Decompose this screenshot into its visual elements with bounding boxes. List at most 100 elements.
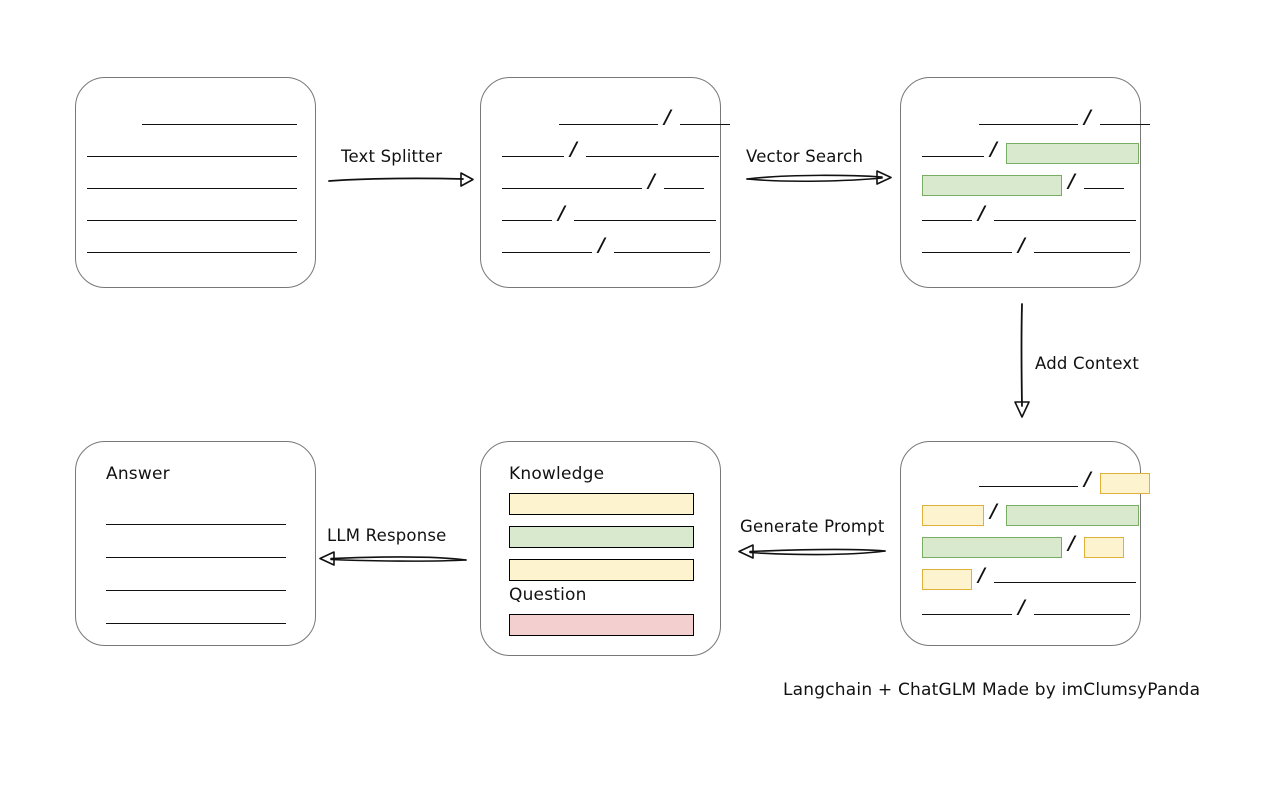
text-line-segment	[502, 188, 642, 189]
highlight-chip-yellow[interactable]	[1083, 537, 1124, 558]
text-line-segment	[679, 124, 730, 125]
document-line: /	[922, 204, 1136, 224]
document-line	[106, 541, 286, 561]
slash-separator: /	[1084, 468, 1091, 490]
text-line-segment	[922, 220, 972, 221]
text-line-segment	[1083, 188, 1124, 189]
document-line	[106, 574, 286, 594]
highlight-chip-yellow[interactable]	[922, 505, 984, 526]
document-line: /	[502, 140, 719, 160]
retrieved-document-rows: / / / / /	[901, 78, 1150, 287]
document-line: /	[979, 108, 1150, 128]
edge-text-splitter-label: Text Splitter	[341, 147, 443, 166]
text-line-segment	[993, 582, 1136, 583]
edge-text-splitter-arrow	[328, 172, 474, 187]
context-document-rows: / / / / /	[901, 442, 1150, 645]
text-line-segment	[1033, 614, 1130, 615]
document-line	[87, 140, 297, 160]
highlight-chip-green[interactable]	[1005, 505, 1139, 526]
text-line-segment	[922, 252, 1012, 253]
text-line-segment	[613, 252, 710, 253]
slash-separator: /	[648, 170, 655, 192]
document-line: /	[979, 468, 1150, 494]
document-line	[87, 172, 297, 192]
document-line: /	[559, 108, 730, 128]
slash-separator: /	[1068, 170, 1075, 192]
document-line	[106, 508, 286, 528]
highlight-chip-green[interactable]	[1005, 143, 1139, 164]
text-line-segment	[1099, 124, 1150, 125]
text-line-segment	[585, 156, 719, 157]
text-line-segment	[106, 557, 286, 558]
document-line: /	[922, 170, 1124, 196]
prompt-bar-green[interactable]	[509, 526, 694, 548]
slash-separator: /	[558, 202, 565, 224]
document-line: /	[922, 598, 1130, 618]
text-line-segment	[106, 590, 286, 591]
document-line	[106, 607, 286, 627]
slash-separator: /	[978, 202, 985, 224]
edge-add-context-arrow	[1014, 303, 1030, 418]
split-document-box[interactable]: / / / / /	[480, 77, 730, 288]
text-line-segment	[502, 220, 552, 221]
prompt-bar-yellow[interactable]	[509, 493, 694, 515]
highlight-chip-green[interactable]	[922, 537, 1062, 558]
prompt-bar-red[interactable]	[509, 614, 694, 636]
prompt-box[interactable]: Knowledge Question	[480, 441, 721, 656]
source-document-rows	[76, 78, 315, 287]
retrieved-document-box[interactable]: / / / / /	[900, 77, 1150, 288]
slash-separator: /	[1018, 596, 1025, 618]
text-line-segment	[559, 124, 658, 125]
edge-add-context-label: Add Context	[1035, 354, 1140, 373]
slash-separator: /	[990, 500, 997, 522]
text-line-segment	[573, 220, 716, 221]
split-document-rows: / / / / /	[481, 78, 730, 287]
text-line-segment	[502, 156, 564, 157]
question-label: Question	[509, 585, 587, 605]
text-line-segment	[87, 156, 297, 157]
slash-separator: /	[664, 106, 671, 128]
document-line: /	[922, 236, 1130, 256]
document-line: /	[922, 532, 1124, 558]
text-line-segment	[87, 220, 297, 221]
text-line-segment	[922, 614, 1012, 615]
text-line-segment	[979, 486, 1078, 487]
document-line	[87, 204, 297, 224]
answer-rows	[76, 442, 315, 645]
source-document-box[interactable]	[75, 77, 316, 288]
text-line-segment	[502, 252, 592, 253]
prompt-bar-yellow[interactable]	[509, 559, 694, 581]
text-line-segment	[993, 220, 1136, 221]
document-line	[87, 236, 297, 256]
answer-box[interactable]: Answer	[75, 441, 316, 646]
document-line: /	[922, 500, 1139, 526]
document-line: /	[502, 236, 710, 256]
text-line-segment	[106, 623, 286, 624]
slash-separator: /	[990, 138, 997, 160]
slash-separator: /	[978, 564, 985, 586]
text-line-segment	[106, 524, 286, 525]
text-line-segment	[979, 124, 1078, 125]
context-document-box[interactable]: / / / / /	[900, 441, 1150, 646]
slash-separator: /	[598, 234, 605, 256]
text-line-segment	[922, 156, 984, 157]
highlight-chip-yellow[interactable]	[922, 569, 972, 590]
edge-generate-prompt-label: Generate Prompt	[740, 517, 885, 536]
slash-separator: /	[1068, 532, 1075, 554]
edge-vector-search-arrow	[746, 170, 892, 185]
edge-generate-prompt-arrow	[738, 544, 886, 559]
text-line-segment	[142, 124, 297, 125]
text-line-segment	[663, 188, 704, 189]
document-line: /	[502, 172, 704, 192]
slash-separator: /	[570, 138, 577, 160]
text-line-segment	[87, 252, 297, 253]
slash-separator: /	[1084, 106, 1091, 128]
highlight-chip-yellow[interactable]	[1099, 473, 1150, 494]
document-line: /	[922, 564, 1136, 590]
slash-separator: /	[1018, 234, 1025, 256]
highlight-chip-green[interactable]	[922, 175, 1062, 196]
text-line-segment	[1033, 252, 1130, 253]
edge-vector-search-label: Vector Search	[746, 147, 864, 166]
edge-llm-response-label: LLM Response	[327, 526, 447, 545]
answer-label: Answer	[106, 464, 170, 484]
